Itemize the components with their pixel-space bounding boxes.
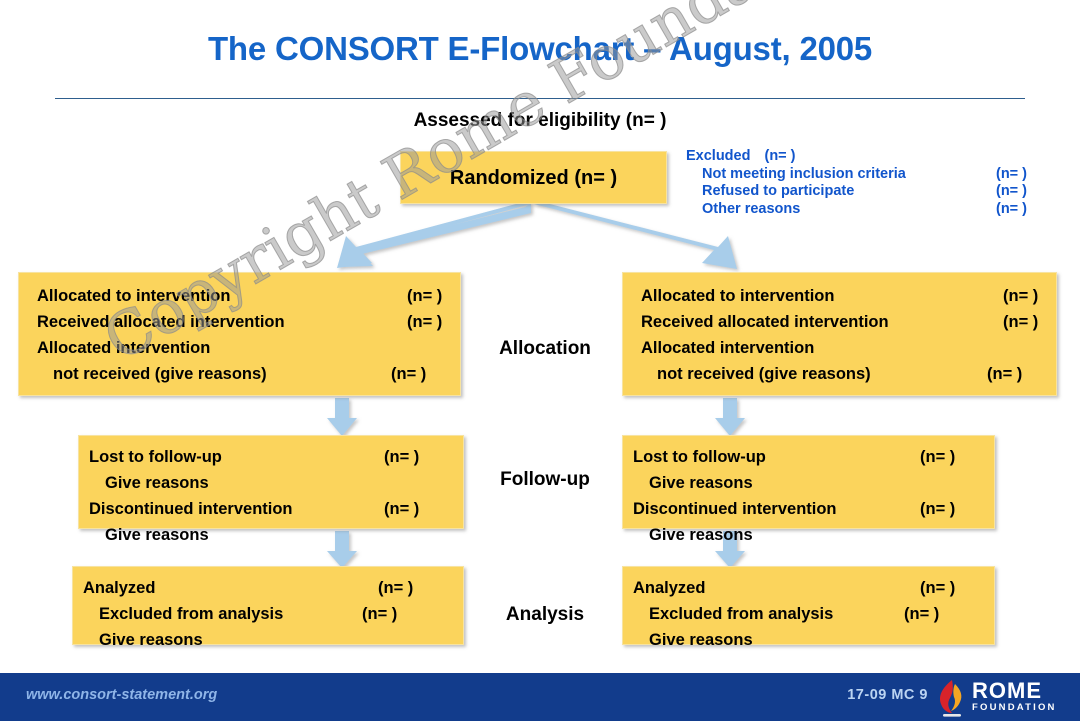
allocation-right-line-4-label: not received (give reasons): [657, 365, 871, 383]
followup-box-right: Lost to follow-up (n= ) Give reasons Dis…: [622, 435, 995, 544]
allocation-left-line-4-n: (n= ): [391, 365, 427, 383]
allocation-right-line-4: not received (give reasons) (n= ): [641, 361, 1056, 387]
followup-right-line-4: Give reasons: [633, 522, 994, 548]
allocation-left-line-3: Allocated intervention: [37, 335, 460, 361]
excluded-heading-n: (n= ): [764, 148, 796, 164]
analysis-left-line-1-n: (n= ): [378, 579, 414, 597]
footer-bar: www.consort-statement.org 17-09 MC 9 ROM…: [0, 673, 1080, 721]
allocation-left-line-2-label: Received allocated intervention: [37, 313, 285, 331]
followup-right-line-3: Discontinued intervention (n= ): [633, 496, 994, 522]
stage-label-analysis: Analysis: [505, 604, 585, 625]
allocation-left-line-2: Received allocated intervention (n= ): [37, 309, 460, 335]
excluded-item-1-label: Refused to participate: [702, 183, 855, 199]
analysis-left-line-1-label: Analyzed: [83, 579, 156, 597]
followup-left-line-1-label: Lost to follow-up: [89, 448, 222, 466]
excluded-item-1: Refused to participate (n= ): [686, 183, 1076, 201]
footer-slide-code: 17-09 MC 9: [847, 687, 928, 703]
allocation-left-line-3-label: Allocated intervention: [37, 339, 211, 357]
rome-foundation-logo: ROME FOUNDATION: [932, 677, 1068, 719]
allocation-right-line-2-label: Received allocated intervention: [641, 313, 889, 331]
followup-right-line-1-n: (n= ): [920, 448, 956, 466]
allocation-right-line-3: Allocated intervention: [641, 335, 1056, 361]
analysis-right-line-2-label: Excluded from analysis: [649, 605, 834, 623]
allocation-left-line-1-label: Allocated to intervention: [37, 287, 231, 305]
analysis-right-line-1-label: Analyzed: [633, 579, 706, 597]
flame-icon: [940, 680, 962, 717]
allocation-box-left: Allocated to intervention (n= ) Received…: [18, 272, 461, 396]
followup-left-line-3: Discontinued intervention (n= ): [89, 496, 463, 522]
page-title: The CONSORT E-Flowchart – August, 2005: [207, 30, 873, 67]
followup-right-line-1-label: Lost to follow-up: [633, 448, 766, 466]
footer-website-link[interactable]: www.consort-statement.org: [26, 687, 218, 703]
followup-right-line-1: Lost to follow-up (n= ): [633, 444, 994, 470]
followup-left-line-1-n: (n= ): [384, 448, 420, 466]
followup-box-left: Lost to follow-up (n= ) Give reasons Dis…: [78, 435, 464, 544]
analysis-right-line-1-n: (n= ): [920, 579, 956, 597]
followup-left-line-4-label: Give reasons: [105, 526, 209, 544]
analysis-left-line-2-n: (n= ): [362, 605, 398, 623]
assessed-for-eligibility-label: Assessed for eligibility (n= ): [413, 110, 667, 131]
randomized-box: Randomized (n= ): [400, 151, 667, 204]
allocation-right-line-2: Received allocated intervention (n= ): [641, 309, 1056, 335]
excluded-heading-row: Excluded (n= ): [686, 148, 1076, 166]
logo-primary-text: ROME: [972, 678, 1042, 703]
followup-right-line-3-label: Discontinued intervention: [633, 500, 837, 518]
followup-right-line-4-label: Give reasons: [649, 526, 753, 544]
analysis-left-line-1: Analyzed (n= ): [83, 575, 463, 601]
followup-right-line-2: Give reasons: [633, 470, 994, 496]
allocation-right-line-1-label: Allocated to intervention: [641, 287, 835, 305]
analysis-left-line-2: Excluded from analysis (n= ): [83, 601, 463, 627]
analysis-right-line-2: Excluded from analysis (n= ): [633, 601, 994, 627]
title-divider: [55, 98, 1025, 99]
allocation-right-line-2-n: (n= ): [1003, 313, 1039, 331]
allocation-left-line-1-n: (n= ): [407, 287, 443, 305]
randomized-label: Randomized (n= ): [449, 166, 618, 189]
followup-left-line-1: Lost to follow-up (n= ): [89, 444, 463, 470]
logo-secondary-text: FOUNDATION: [972, 702, 1057, 713]
followup-left-line-2-label: Give reasons: [105, 474, 209, 492]
stage-label-allocation: Allocation: [499, 338, 591, 359]
allocation-right-line-4-n: (n= ): [987, 365, 1023, 383]
allocation-left-line-4-label: not received (give reasons): [53, 365, 267, 383]
analysis-right-line-1: Analyzed (n= ): [633, 575, 994, 601]
excluded-item-1-n: (n= ): [996, 183, 1028, 199]
excluded-item-2-n: (n= ): [996, 200, 1028, 217]
analysis-left-line-2-label: Excluded from analysis: [99, 605, 284, 623]
excluded-item-0-label: Not meeting inclusion criteria: [702, 165, 906, 182]
excluded-block: Excluded (n= ) Not meeting inclusion cri…: [686, 148, 1076, 218]
allocation-right-line-3-label: Allocated intervention: [641, 339, 815, 357]
followup-right-line-3-n: (n= ): [920, 500, 956, 518]
excluded-item-0-n: (n= ): [996, 165, 1028, 182]
excluded-item-0: Not meeting inclusion criteria (n= ): [686, 166, 1076, 184]
allocation-left-line-1: Allocated to intervention (n= ): [37, 283, 460, 309]
analysis-left-line-3-label: Give reasons: [99, 631, 203, 649]
analysis-right-line-2-n: (n= ): [904, 605, 940, 623]
analysis-box-left: Analyzed (n= ) Excluded from analysis (n…: [72, 566, 464, 649]
analysis-right-line-3: Give reasons: [633, 627, 994, 653]
analysis-box-right: Analyzed (n= ) Excluded from analysis (n…: [622, 566, 995, 649]
excluded-heading: Excluded: [686, 148, 751, 164]
allocation-left-line-2-n: (n= ): [407, 313, 443, 331]
analysis-right-line-3-label: Give reasons: [649, 631, 753, 649]
excluded-item-2: Other reasons (n= ): [686, 201, 1076, 219]
followup-left-line-2: Give reasons: [89, 470, 463, 496]
followup-left-line-3-label: Discontinued intervention: [89, 500, 293, 518]
followup-left-line-4: Give reasons: [89, 522, 463, 548]
allocation-box-right: Allocated to intervention (n= ) Received…: [622, 272, 1057, 396]
excluded-item-2-label: Other reasons: [702, 200, 801, 217]
logo-wordmark: ROME FOUNDATION: [972, 679, 1068, 713]
analysis-left-line-3: Give reasons: [83, 627, 463, 653]
stage-label-followup: Follow-up: [500, 469, 590, 490]
followup-left-line-3-n: (n= ): [384, 500, 420, 518]
allocation-right-line-1-n: (n= ): [1003, 287, 1039, 305]
allocation-right-line-1: Allocated to intervention (n= ): [641, 283, 1056, 309]
followup-right-line-2-label: Give reasons: [649, 474, 753, 492]
allocation-left-line-4: not received (give reasons) (n= ): [37, 361, 460, 387]
